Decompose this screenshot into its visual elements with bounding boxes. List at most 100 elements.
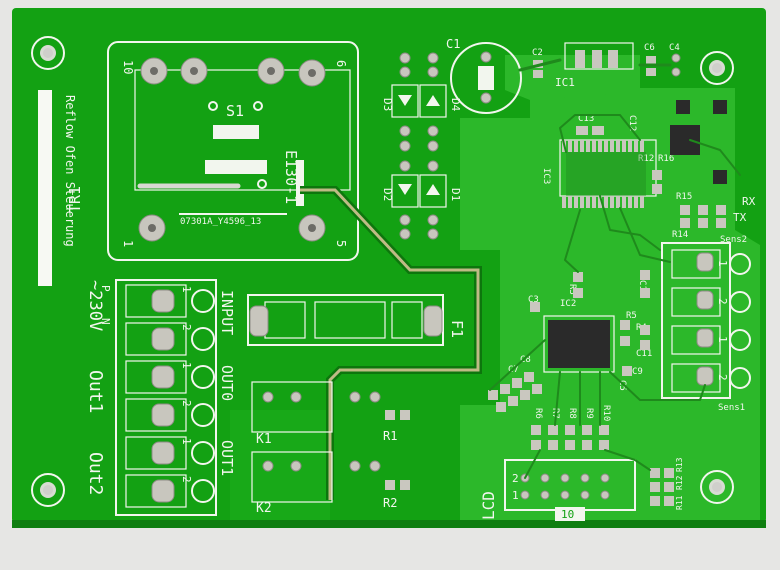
sens1-label: Sens1 <box>718 403 745 413</box>
r6-label: R6 <box>533 408 543 419</box>
left-terminal-block <box>115 279 217 516</box>
r8-label: R8 <box>567 408 577 419</box>
diode-d1-label: D1 <box>449 188 462 201</box>
transformer-ref: TR1 <box>66 186 84 213</box>
mounting-hole-top-left <box>31 36 65 70</box>
title-bar <box>38 90 52 286</box>
r3-label: R3 <box>567 284 577 295</box>
out0-label: OUT0 <box>218 365 236 401</box>
transformer-pads <box>138 57 326 242</box>
sens-pin-1b: 1 <box>716 336 729 343</box>
c3-label: C3 <box>528 295 539 305</box>
transformer-pin-10: 10 <box>121 60 135 74</box>
transformer-pin-5: 5 <box>334 240 348 247</box>
copper-pour-bottom <box>230 410 330 520</box>
term-num-2b: 2 <box>180 400 193 407</box>
sensor-terminal-block <box>661 242 751 399</box>
term-num-2c: 2 <box>180 476 193 483</box>
ic3-label: IC3 <box>541 168 551 184</box>
r7-label: R7 <box>550 408 560 419</box>
resistor-bank <box>531 425 609 450</box>
r11-label: R11 <box>675 495 684 510</box>
lcd-width-label: 10 <box>561 508 574 521</box>
lcd-row-2: 2 <box>512 472 519 485</box>
sens-pin-2b: 2 <box>716 374 729 381</box>
lcd-label: LCD <box>479 491 498 520</box>
c4-label: C4 <box>669 43 680 53</box>
sens2-label: Sens2 <box>720 235 747 245</box>
relay-k2-label: K2 <box>256 501 272 516</box>
ic2-smd-pads <box>488 270 650 412</box>
diode-footprints <box>391 84 447 208</box>
fuse-ref: F1 <box>448 320 466 338</box>
lcd-header-pins <box>520 473 610 500</box>
relay-k2 <box>251 451 381 503</box>
terminal-out1-label: Out1 <box>85 370 106 413</box>
term-num-2a: 2 <box>180 324 193 331</box>
relay-k1 <box>251 381 381 433</box>
sens-pin-2a: 2 <box>716 298 729 305</box>
mounting-hole-bottom-right <box>700 470 734 504</box>
diode-d2-label: D2 <box>381 188 394 201</box>
power-voltage-label: ~230V <box>85 280 105 331</box>
transformer-pin-1: 1 <box>121 240 135 247</box>
r12-label: R12 <box>638 154 654 164</box>
board-edge-shadow <box>12 520 766 528</box>
r14-label: R14 <box>672 230 688 240</box>
relay-k1-label: K1 <box>256 432 272 447</box>
r10-label: R10 <box>601 405 611 421</box>
input-label: INPUT <box>218 290 236 335</box>
term-num-1b: 1 <box>180 362 193 369</box>
out1-label: OUT1 <box>218 440 236 476</box>
ic2-chip <box>548 320 610 368</box>
power-pin-n: N <box>99 318 112 325</box>
lcd-resistor-pads <box>650 468 674 506</box>
mounting-hole-bottom-left <box>31 473 65 507</box>
top-right-smd-pads <box>576 100 727 228</box>
ic1-regulator <box>564 42 634 70</box>
c5-label: C5 <box>617 380 627 391</box>
ic3-pins <box>562 140 644 208</box>
c2-label: C2 <box>532 48 543 58</box>
ic3-chip-body <box>566 152 646 196</box>
serial-rx-label: RX <box>742 195 756 208</box>
r16-label: R16 <box>658 154 674 164</box>
r2-label: R2 <box>383 496 397 510</box>
signal-traces <box>489 58 741 479</box>
c8-label: C8 <box>520 355 531 365</box>
r5-label: R5 <box>626 311 637 321</box>
c11-label: C11 <box>636 349 652 359</box>
ic2-label: IC2 <box>560 299 576 309</box>
diode-d3-label: D3 <box>381 98 394 111</box>
c6-label: C6 <box>644 43 655 53</box>
r13-label: R13 <box>675 457 684 472</box>
term-num-1c: 1 <box>180 438 193 445</box>
c13-label: C13 <box>578 114 594 124</box>
mounting-hole-top-right <box>700 51 734 85</box>
serial-tx-label: TX <box>733 211 747 224</box>
copper-pour-right <box>460 88 760 520</box>
capacitor-c1 <box>450 42 522 114</box>
diode-pads <box>399 52 439 240</box>
r1-label: R1 <box>383 429 397 443</box>
c12-label: C12 <box>627 115 637 131</box>
ic1-label: IC1 <box>555 76 575 89</box>
switch-ref-s1: S1 <box>226 102 244 120</box>
transformer-side-label: E130-1 <box>282 150 300 204</box>
r9-label: R9 <box>584 408 594 419</box>
transformer-footprint <box>107 41 359 261</box>
terminal-out2-label: Out2 <box>85 452 106 495</box>
isolation-gap-inner <box>300 188 480 500</box>
term-num-1a: 1 <box>180 286 193 293</box>
fuse-holder <box>247 294 444 346</box>
r12-lcd-label: R12 <box>675 475 684 490</box>
capacitor-c1-label: C1 <box>446 37 460 51</box>
transformer-pin-6: 6 <box>334 60 348 67</box>
r15-label: R15 <box>676 192 692 202</box>
lcd-row-1: 1 <box>512 489 519 502</box>
board-title: Reflow Ofen Steuerung <box>63 95 77 247</box>
power-pin-p: P <box>99 285 112 292</box>
c9-label: C9 <box>632 367 643 377</box>
transformer-part: 07301A_Y4596_13 <box>180 217 261 227</box>
